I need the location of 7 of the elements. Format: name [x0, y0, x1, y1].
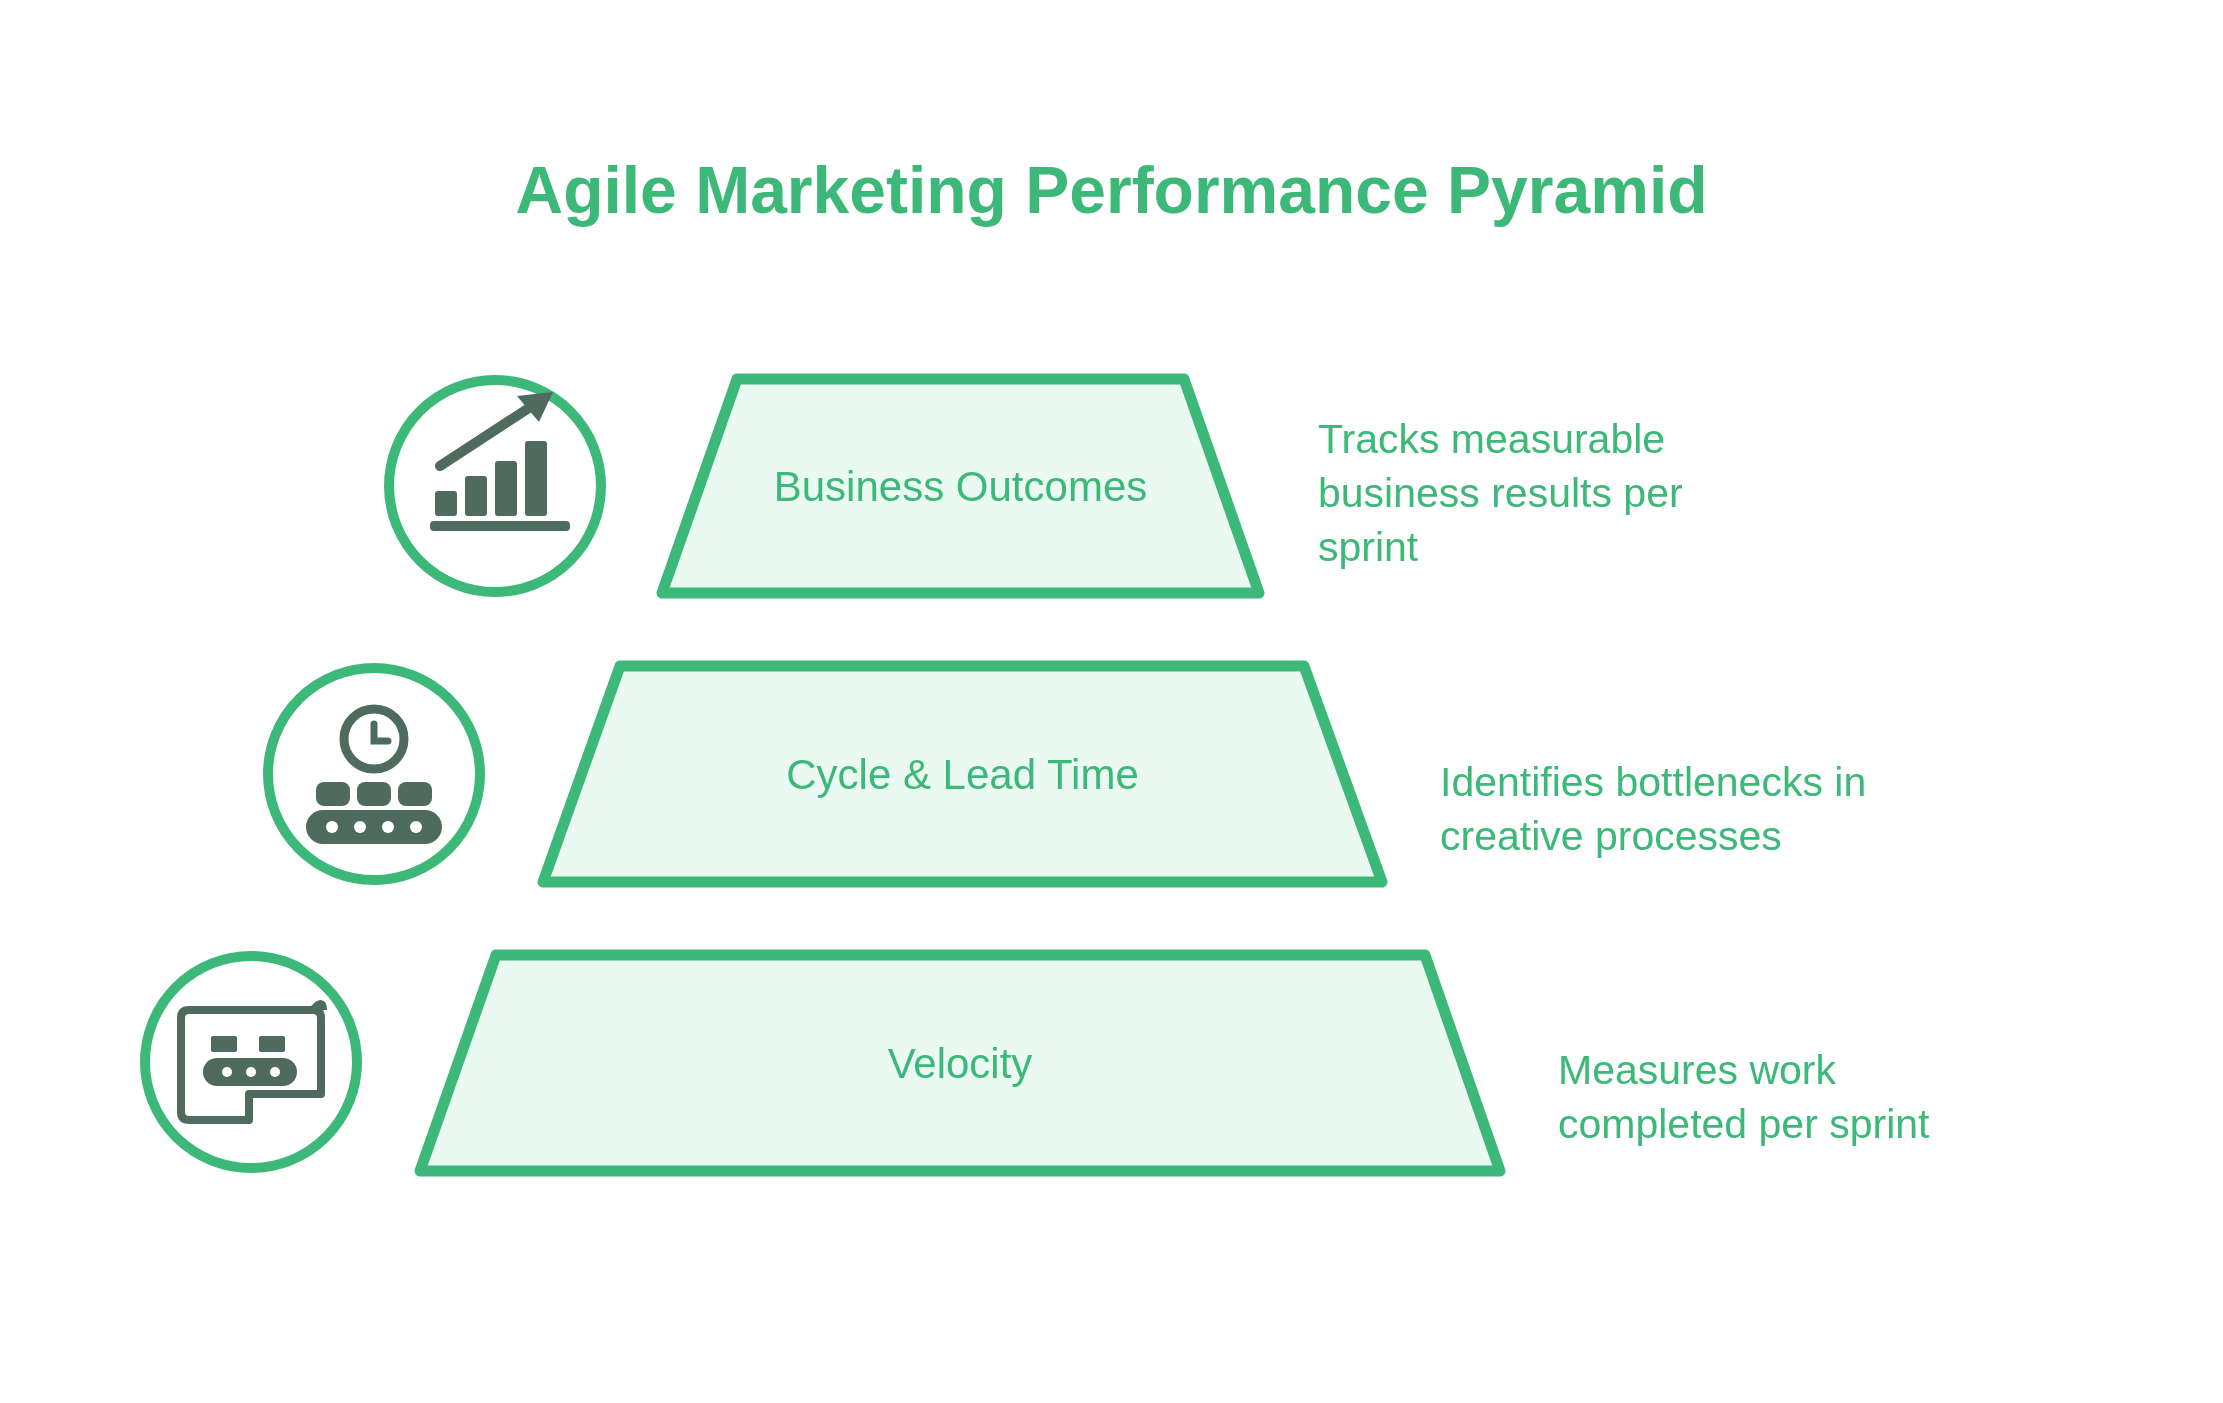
level-description: Tracks measurable business results per sprint — [1318, 415, 1684, 572]
level-label: Business Outcomes — [773, 461, 1148, 512]
level-description: Measures work completed per sprint — [1558, 1046, 1931, 1149]
title: Agile Marketing Performance Pyramid — [515, 152, 1708, 229]
level-label: Cycle & Lead Time — [786, 749, 1139, 800]
level-label: Velocity — [887, 1038, 1033, 1089]
level-description: Identifies bottlenecks in creative processes — [1440, 758, 1868, 861]
